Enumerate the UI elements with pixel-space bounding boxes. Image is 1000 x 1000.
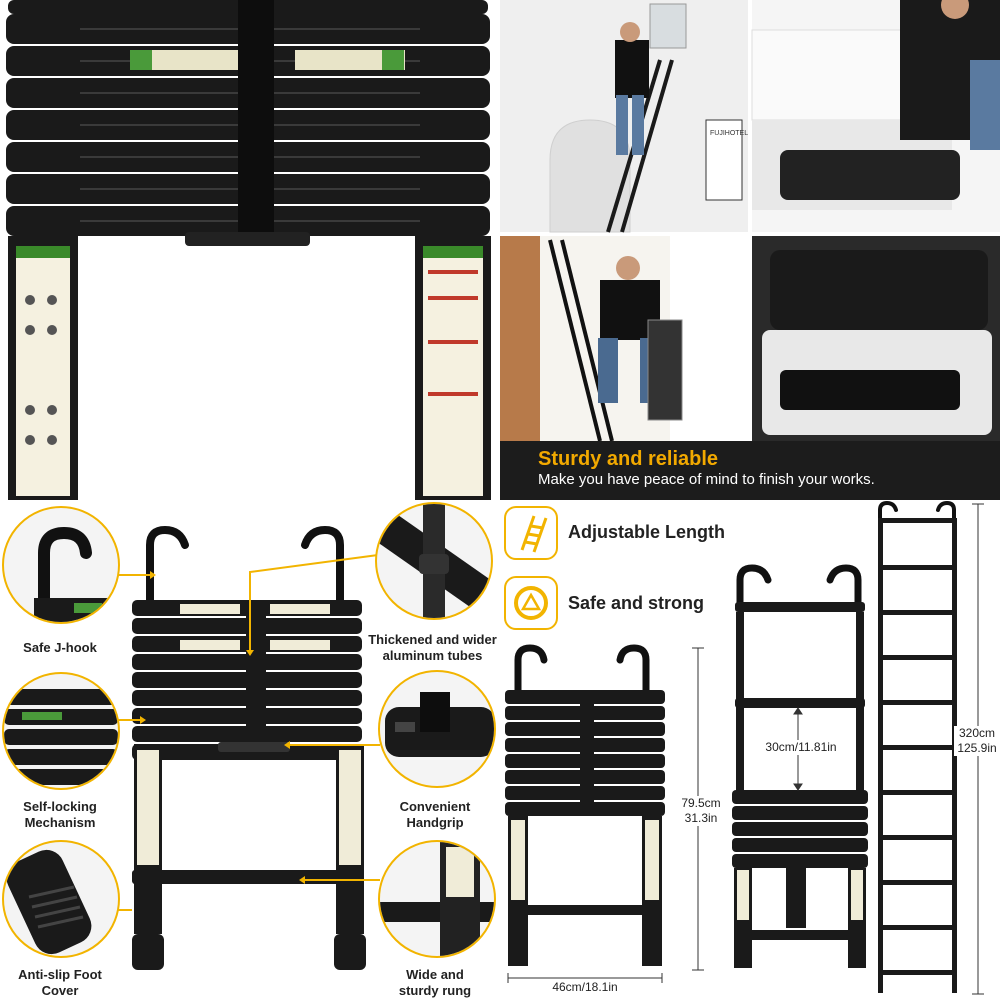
foot-cover-detail-circle bbox=[2, 840, 120, 958]
aluminum-tube-detail-circle bbox=[375, 502, 493, 620]
callout-foot-cover: Anti-slip Foot Cover bbox=[18, 967, 102, 998]
callout-safe-j-hook: Safe J-hook bbox=[23, 640, 97, 655]
lifestyle-photos-graphic: FUJIHOTEL bbox=[500, 0, 1000, 500]
extended-height-label: 320cm 125.9in bbox=[954, 726, 1000, 756]
ladder-closeup-photo bbox=[0, 0, 497, 500]
callout-sturdy-rung: Wide and sturdy rung bbox=[398, 967, 472, 998]
features-callout-panel: Safe J-hook Thickened and wider aluminum… bbox=[0, 500, 500, 1000]
handgrip-detail-circle bbox=[378, 670, 496, 788]
width-label: 46cm/18.1in bbox=[540, 980, 630, 995]
specs-panel: Adjustable Length Safe and strong bbox=[500, 500, 1000, 1000]
folded-height-label: 79.5cm 31.3in bbox=[676, 796, 726, 826]
shield-triangle-icon bbox=[504, 576, 558, 630]
lifestyle-photo-collage: FUJIHOTEL Sturdy and reliable Make you h… bbox=[500, 0, 1000, 500]
ladder-closeup-graphic bbox=[6, 0, 491, 500]
callout-handgrip: Convenient Handgrip bbox=[399, 799, 471, 830]
rung-spacing-label: 30cm/11.81in bbox=[756, 740, 846, 755]
feature-safe-strong: Safe and strong bbox=[568, 593, 705, 613]
caption-subtitle: Make you have peace of mind to finish yo… bbox=[538, 471, 875, 488]
features-ladder-graphic bbox=[115, 525, 380, 970]
caption-title: Sturdy and reliable bbox=[538, 448, 719, 470]
j-hook-detail-circle bbox=[2, 506, 120, 624]
callout-aluminum-tubes: Thickened and wider aluminum tubes bbox=[368, 632, 497, 663]
rung-detail-circle bbox=[378, 840, 496, 958]
ladder-icon bbox=[504, 506, 558, 560]
specs-ladder-graphics bbox=[505, 500, 984, 995]
callout-self-locking: Self-locking Mechanism bbox=[23, 799, 97, 830]
self-locking-detail-circle bbox=[2, 672, 120, 790]
wall-sign-text: FUJIHOTEL bbox=[710, 130, 748, 137]
feature-adjustable-length: Adjustable Length bbox=[568, 522, 725, 542]
